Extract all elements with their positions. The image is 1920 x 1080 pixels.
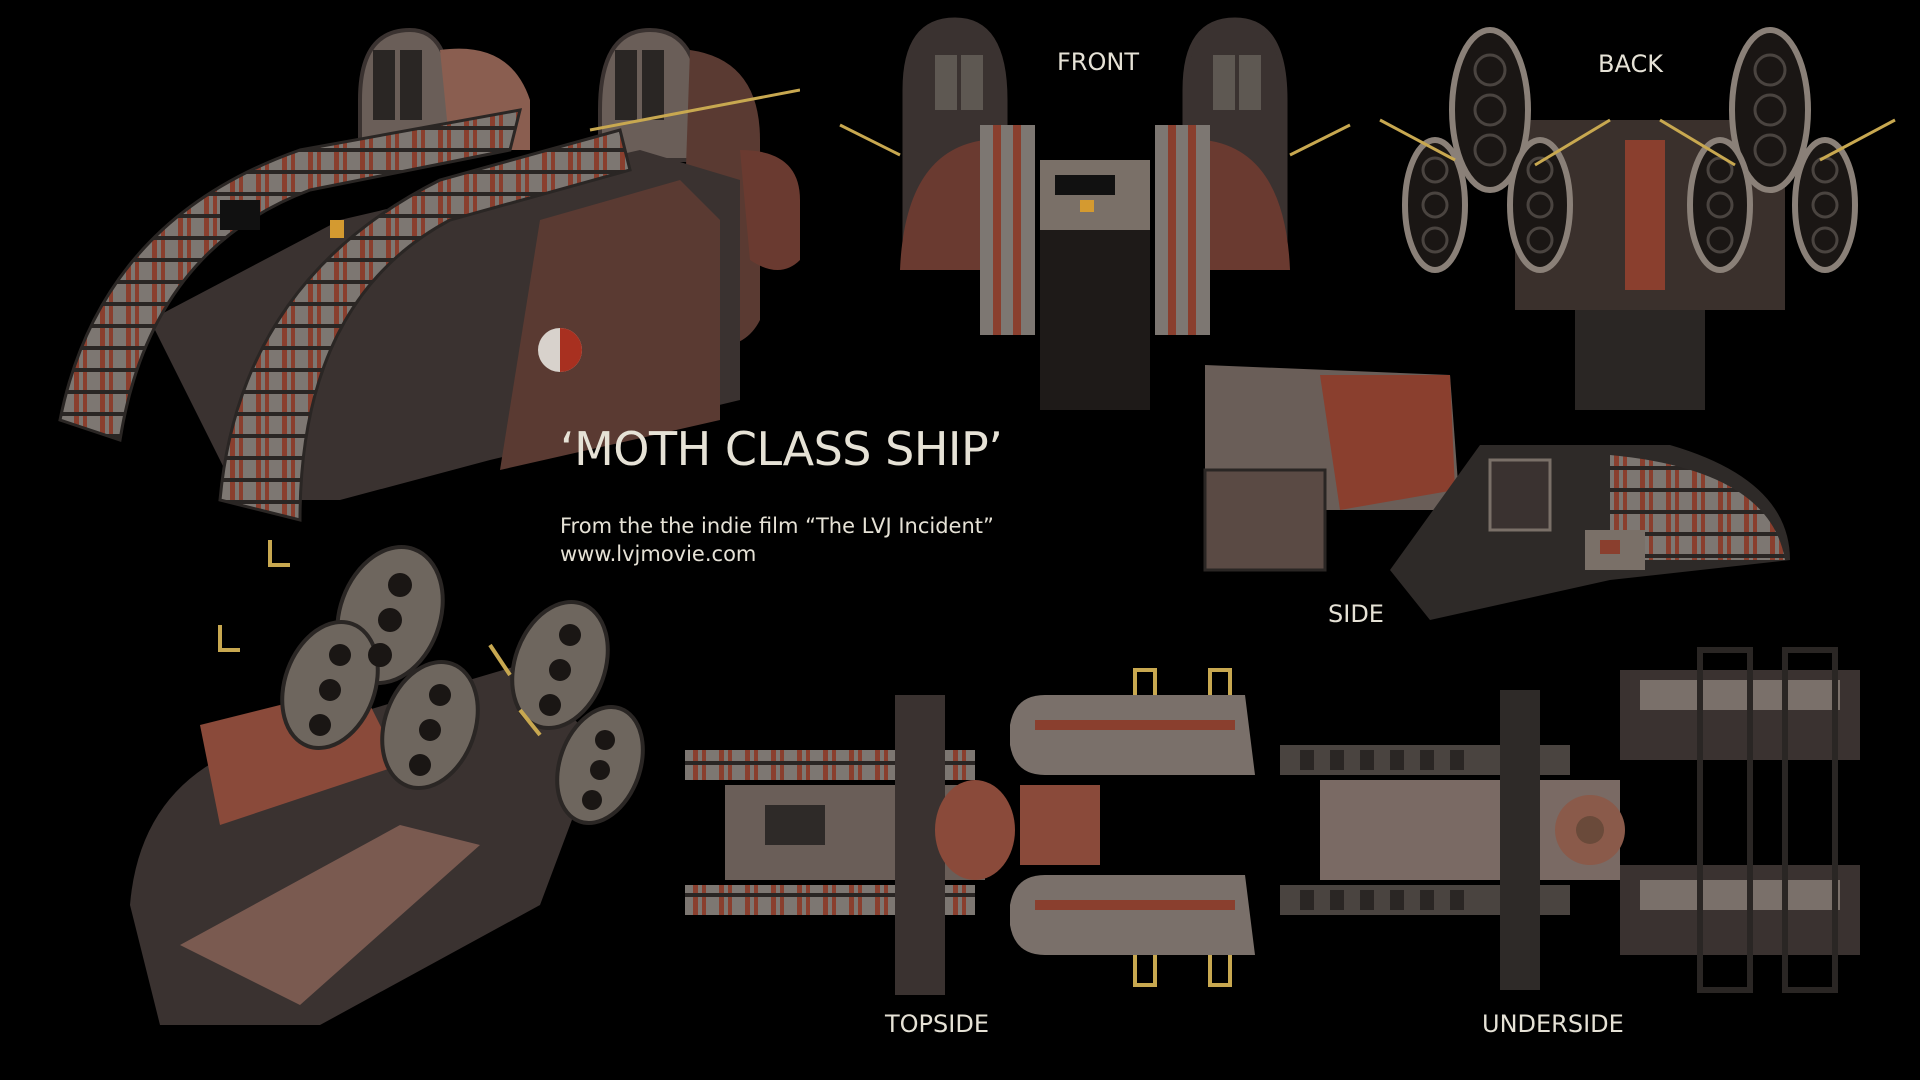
- front-view: FRONT: [835, 10, 1355, 410]
- ship-underside-illustration: [1280, 647, 1860, 993]
- topside-label: TOPSIDE: [885, 1010, 989, 1038]
- underside-label: UNDERSIDE: [1482, 1010, 1624, 1038]
- ship-side-illustration: [1203, 365, 1790, 620]
- ship-perspective-front-illustration: [58, 27, 800, 522]
- ship-front-illustration: [839, 17, 1351, 410]
- topside-view: TOPSIDE: [685, 655, 1265, 1038]
- underside-view: UNDERSIDE: [1280, 640, 1900, 1038]
- side-view: SIDE: [1190, 360, 1790, 660]
- ship-topside-illustration: [685, 668, 1255, 995]
- side-label: SIDE: [1328, 600, 1384, 628]
- back-label: BACK: [1598, 50, 1663, 78]
- front-label: FRONT: [1057, 48, 1139, 76]
- sheet-subtitle: From the the indie film “The LVJ Inciden…: [560, 514, 994, 538]
- sheet-title: ‘MOTH CLASS SHIP’: [560, 422, 1003, 476]
- perspective-rear-view: [100, 525, 670, 1045]
- ship-perspective-rear-illustration: [130, 540, 645, 1025]
- sheet-credits: From the the indie film “The LVJ Inciden…: [560, 512, 994, 568]
- sheet-url: www.lvjmovie.com: [560, 542, 757, 566]
- back-view: BACK: [1375, 10, 1915, 410]
- perspective-front-view: [40, 20, 800, 540]
- ship-back-illustration: [1379, 27, 1896, 410]
